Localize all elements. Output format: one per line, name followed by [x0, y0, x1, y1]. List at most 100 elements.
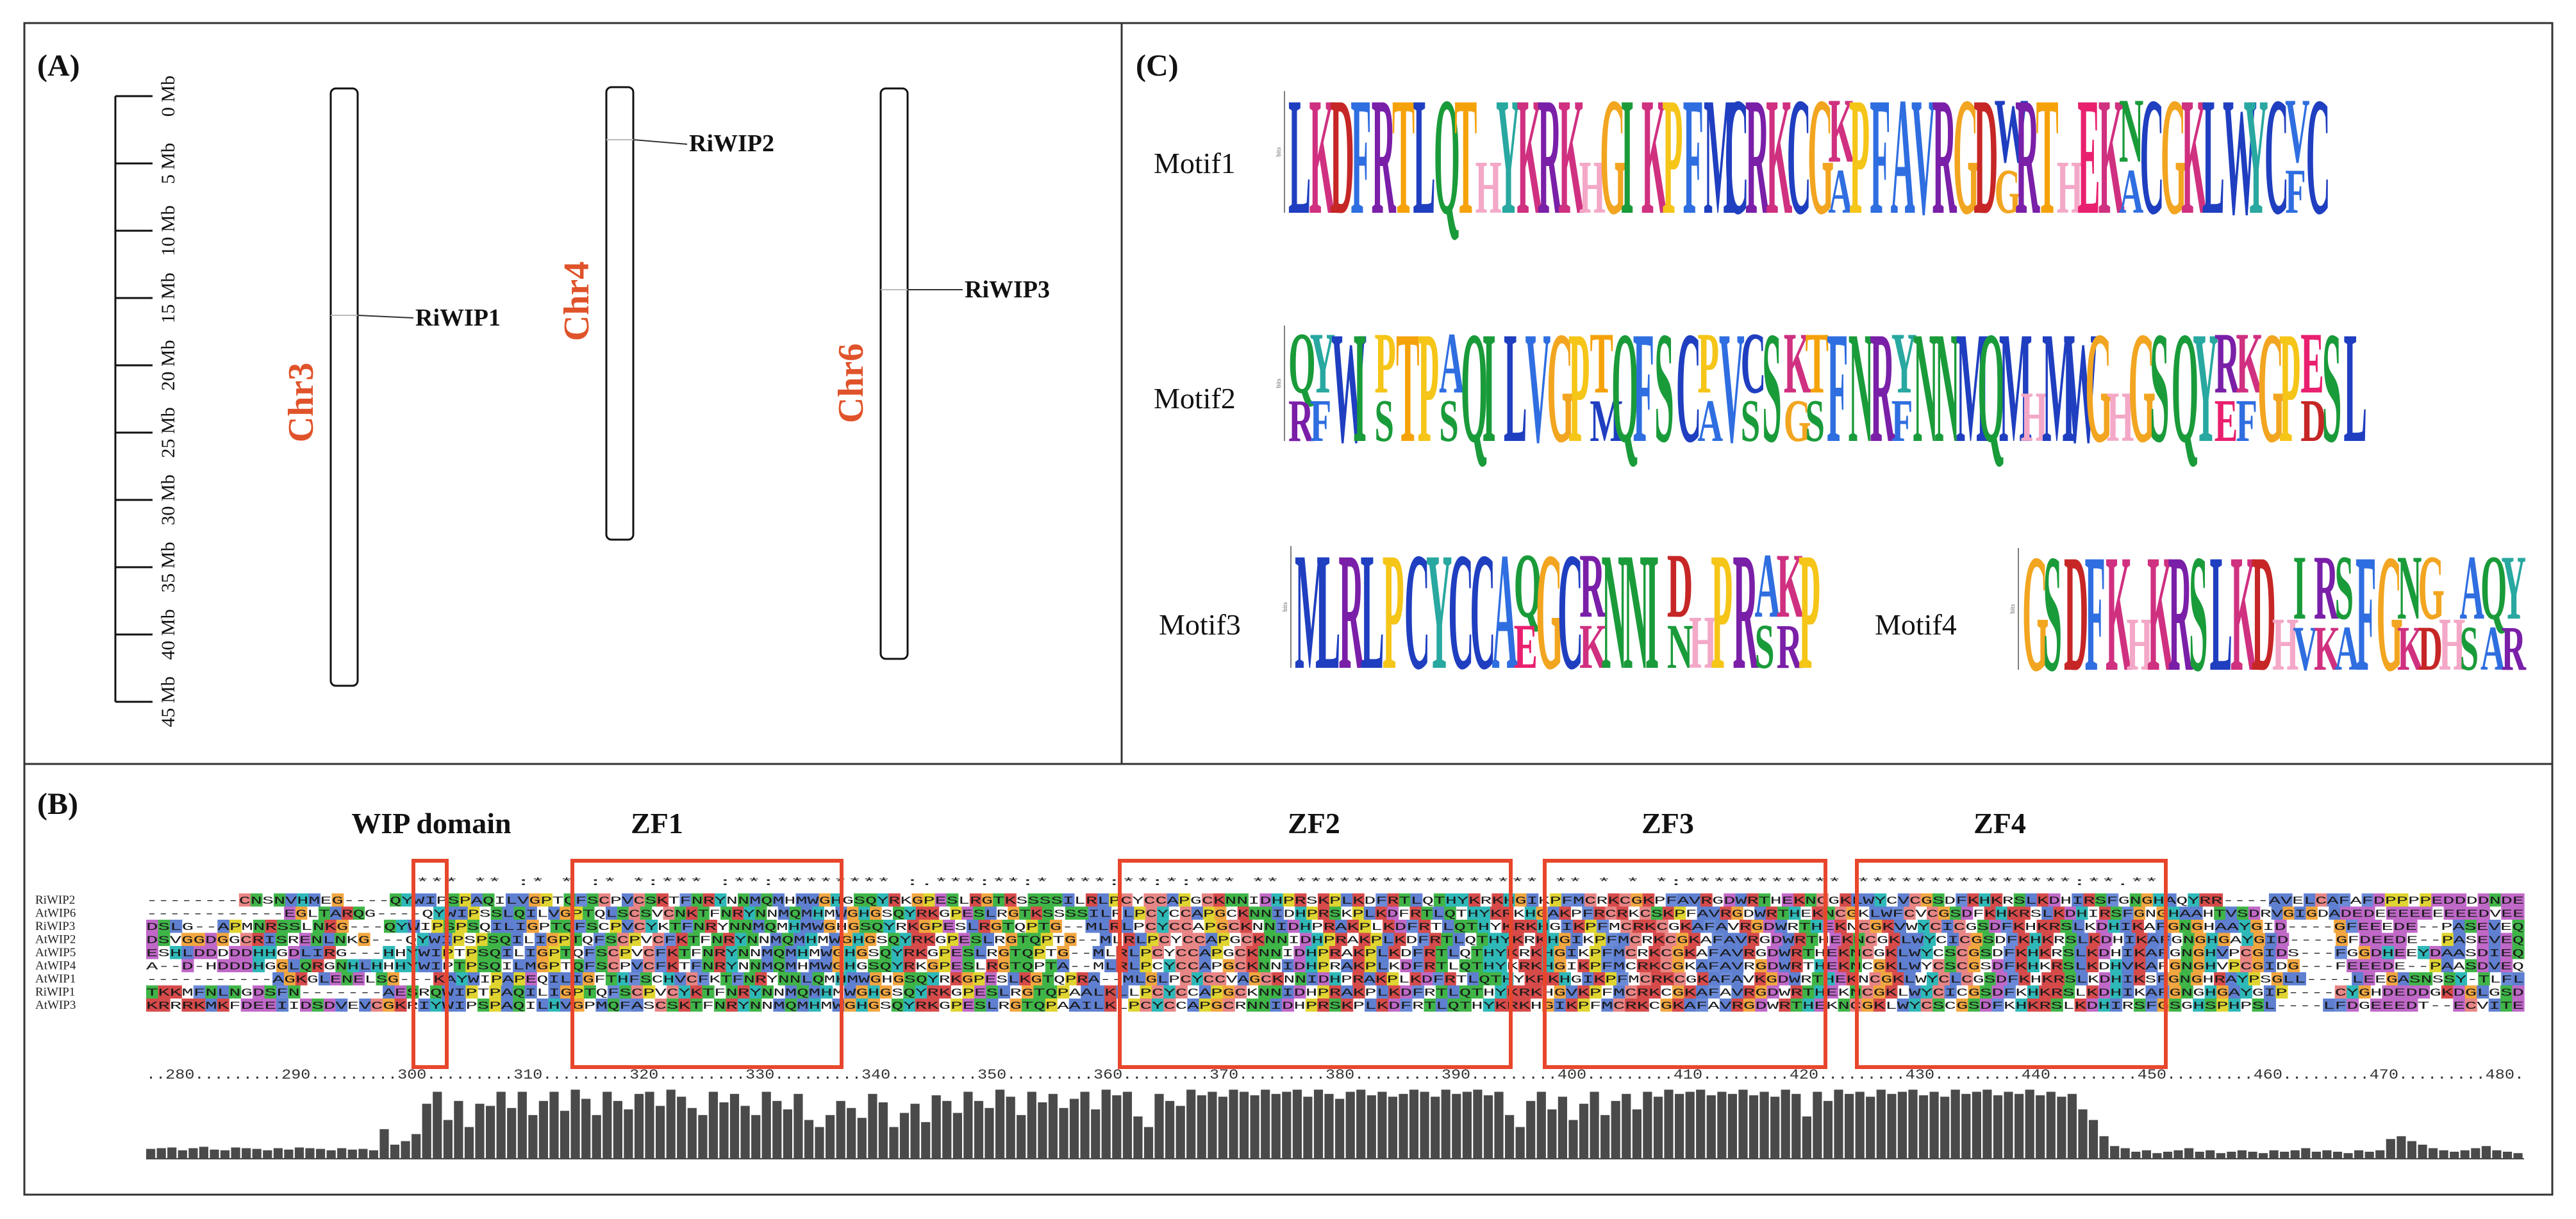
residue-cell: [1967, 893, 1979, 907]
residue-cell: [1805, 893, 1817, 907]
logo-letter: Y: [1426, 519, 1452, 705]
sequence-residues: DSVGGDGGCRISRENLNKG---QYWIPSPSQILIGPTQFS…: [146, 935, 2524, 947]
residue-cell: [2240, 946, 2253, 959]
residue-cell: [2181, 946, 2193, 959]
residue-cell: [2429, 946, 2442, 959]
quality-bar: [878, 1102, 888, 1159]
residue-cell: [1982, 933, 1995, 946]
residue-cell: [513, 906, 526, 920]
residue-cell: [732, 906, 744, 920]
residue-cell: [240, 933, 253, 946]
quality-bar: [974, 1100, 984, 1159]
residue-cell: [785, 946, 797, 959]
logo-letter: R: [2015, 63, 2040, 250]
residue-cell: [619, 946, 632, 959]
residue-cell: [575, 893, 588, 907]
figure-frame: [23, 22, 2554, 1196]
residue-cell: [656, 893, 669, 907]
residue-cell: [323, 946, 336, 959]
motif-label: Motif4: [1875, 608, 1957, 641]
quality-bar: [1653, 1097, 1663, 1159]
residue-cell: [2252, 946, 2264, 959]
residue-cell: [2441, 959, 2454, 972]
logo-letter: P: [1374, 314, 1396, 411]
residue-cell: [829, 933, 842, 946]
residue-cell: [2147, 933, 2160, 946]
residue-cell: [1442, 920, 1455, 933]
residue-cell: [1234, 985, 1247, 999]
residue-cell: [1788, 906, 1801, 920]
residue-cell: [1490, 972, 1502, 986]
residue-cell: [1341, 893, 1353, 907]
logo-letter-secondary: K: [2397, 614, 2423, 684]
logo-letter-secondary: K: [2314, 614, 2340, 684]
logo-letter-secondary: D: [2300, 387, 2326, 454]
residue-cell: [2464, 959, 2477, 972]
quality-bar: [1069, 1099, 1079, 1159]
residue-cell: [788, 920, 801, 933]
quality-bar: [549, 1091, 559, 1159]
residue-cell: [1561, 893, 1574, 907]
residue-cell: [1779, 959, 1791, 972]
residue-cell: [158, 933, 170, 946]
residue-cell: [1468, 893, 1481, 907]
residue-cell: [1863, 893, 1875, 907]
residue-cell: [1128, 946, 1141, 959]
residue-cell: [1199, 985, 1211, 999]
residue-cell: [961, 972, 974, 986]
residue-cell: [1747, 893, 1759, 907]
residue-cell: [1299, 933, 1312, 946]
residue-cell: [867, 985, 880, 999]
residue-cell: [2268, 893, 2281, 907]
residue-cell: [2003, 985, 2016, 999]
residue-cell: [1295, 972, 1307, 986]
residue-cell: [1649, 946, 1661, 959]
residue-cell: [477, 946, 490, 959]
chromosome-chr6: [879, 87, 909, 660]
residue-cell: [1435, 985, 1448, 999]
residue-cell: [1608, 893, 1620, 907]
residue-cell: [951, 959, 963, 972]
residue-cell: [467, 906, 480, 920]
residue-cell: [336, 920, 349, 933]
residue-cell: [1632, 920, 1645, 933]
residue-cell: [1271, 893, 1284, 907]
residue-cell: [1394, 920, 1407, 933]
residue-cell: [250, 893, 263, 907]
residue-cell: [805, 933, 818, 946]
sequence-residues: DSLG--APMNRSSLNKG---QYWIPSPSQILIGPTQFSCP…: [146, 922, 2524, 934]
residue-cell: [1393, 933, 1406, 946]
residue-cell: [1861, 946, 1874, 959]
residue-cell: [2464, 985, 2477, 999]
logo-letter: A: [1492, 519, 1518, 705]
residue-cell: [583, 959, 596, 972]
sequence-name: AtWIP1: [35, 972, 76, 986]
residue-cell: [2027, 959, 2040, 972]
residue-cell: [1222, 959, 1235, 972]
logo-letter: Q: [2172, 299, 2199, 476]
residue-cell: [958, 933, 971, 946]
quality-bar: [188, 1148, 198, 1159]
residue-cell: [1441, 933, 1454, 946]
residue-cell: [1299, 920, 1312, 933]
residue-cell: [1547, 906, 1560, 920]
logo-letter: D: [1974, 63, 1998, 250]
logo-letter: C: [1741, 314, 1766, 411]
residue-cell: [1031, 972, 1043, 986]
residue-cell: [1735, 893, 1748, 907]
logo-letter: H: [2272, 602, 2298, 686]
residue-cell: [240, 959, 253, 972]
logo-letter: G: [1953, 63, 1979, 250]
residue-cell: [1467, 906, 1479, 920]
residue-cell: [1881, 906, 1893, 920]
quality-bar: [1292, 1090, 1302, 1159]
residue-cell: [1897, 959, 1909, 972]
residue-cell: [714, 946, 727, 959]
quality-bar: [677, 1097, 686, 1159]
quality-bar: [1515, 1127, 1525, 1159]
residue-cell: [2088, 933, 2101, 946]
residue-cell: [593, 933, 606, 946]
residue-cell: [572, 999, 585, 1012]
